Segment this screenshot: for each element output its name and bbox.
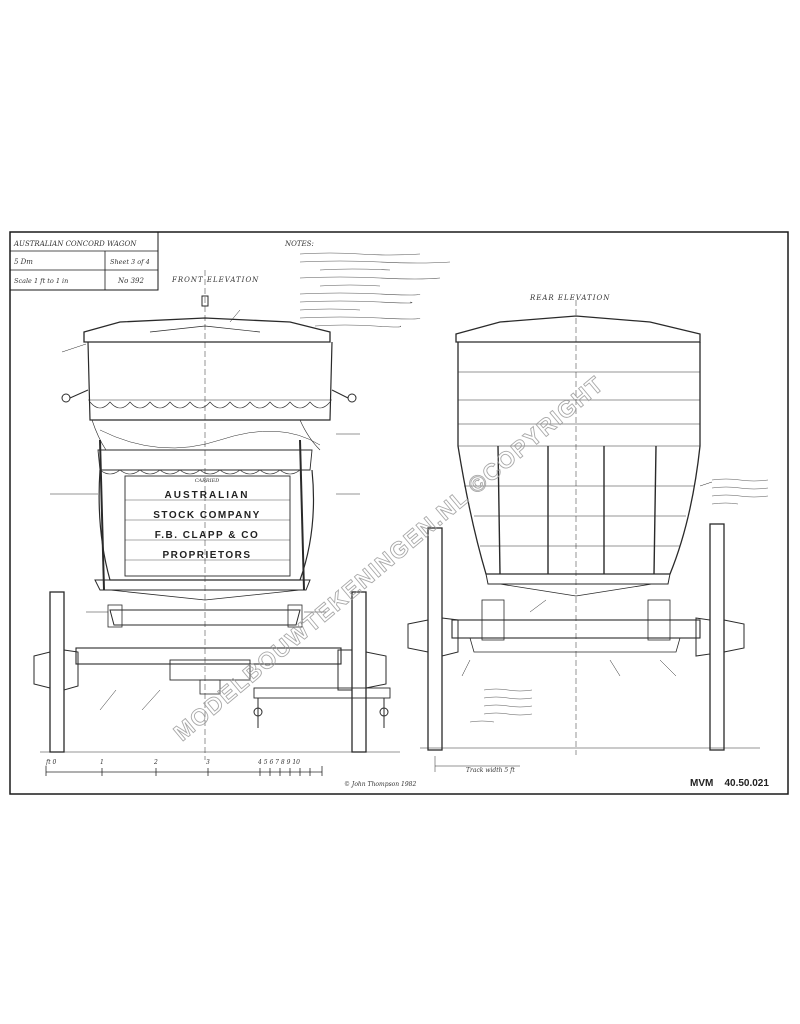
title-block-row3-left: Scale 1 ft to 1 in: [14, 277, 68, 285]
scale-tick-0: ft 0: [45, 759, 57, 766]
drawing-reference: MVM 40.50.021: [690, 778, 769, 789]
panel-lettering-line2: STOCK COMPANY: [153, 510, 260, 521]
panel-lettering-line1: AUSTRALIAN: [165, 490, 250, 501]
drawing-frame: [9, 231, 789, 795]
scale-bar: [45, 766, 323, 776]
scale-tick-1: 1: [100, 759, 104, 766]
author-credit: © John Thompson 1982: [344, 781, 416, 788]
rear-elevation: [407, 300, 769, 772]
panel-lettering-small: CARRIED: [195, 478, 220, 484]
notes-block: NOTES:: [284, 240, 451, 328]
scale-tick-3: 3: [206, 759, 210, 766]
title-block-row2-right: Sheet 3 of 4: [110, 258, 150, 266]
title-block-row3-right: No 392: [117, 277, 144, 285]
title-block-name: AUSTRALIAN CONCORD WAGON: [13, 240, 137, 248]
rear-view-title: REAR ELEVATION: [529, 294, 610, 302]
scale-tick-2: 2: [153, 759, 158, 766]
scale-tick-4: 4 5 6 7 8 9 10: [257, 759, 300, 766]
title-block-row2-left: 5 Dm: [14, 258, 33, 266]
track-dimension-label: Track width 5 ft: [466, 767, 515, 774]
front-view-title: FRONT ELEVATION: [171, 276, 259, 284]
panel-lettering-line4: PROPRIETORS: [162, 550, 251, 561]
notes-heading: NOTES:: [284, 240, 314, 248]
panel-lettering-line3: F.B. CLAPP & CO: [155, 530, 260, 541]
title-block: AUSTRALIAN CONCORD WAGON 5 Dm Sheet 3 of…: [9, 231, 159, 291]
front-elevation: [33, 270, 400, 760]
